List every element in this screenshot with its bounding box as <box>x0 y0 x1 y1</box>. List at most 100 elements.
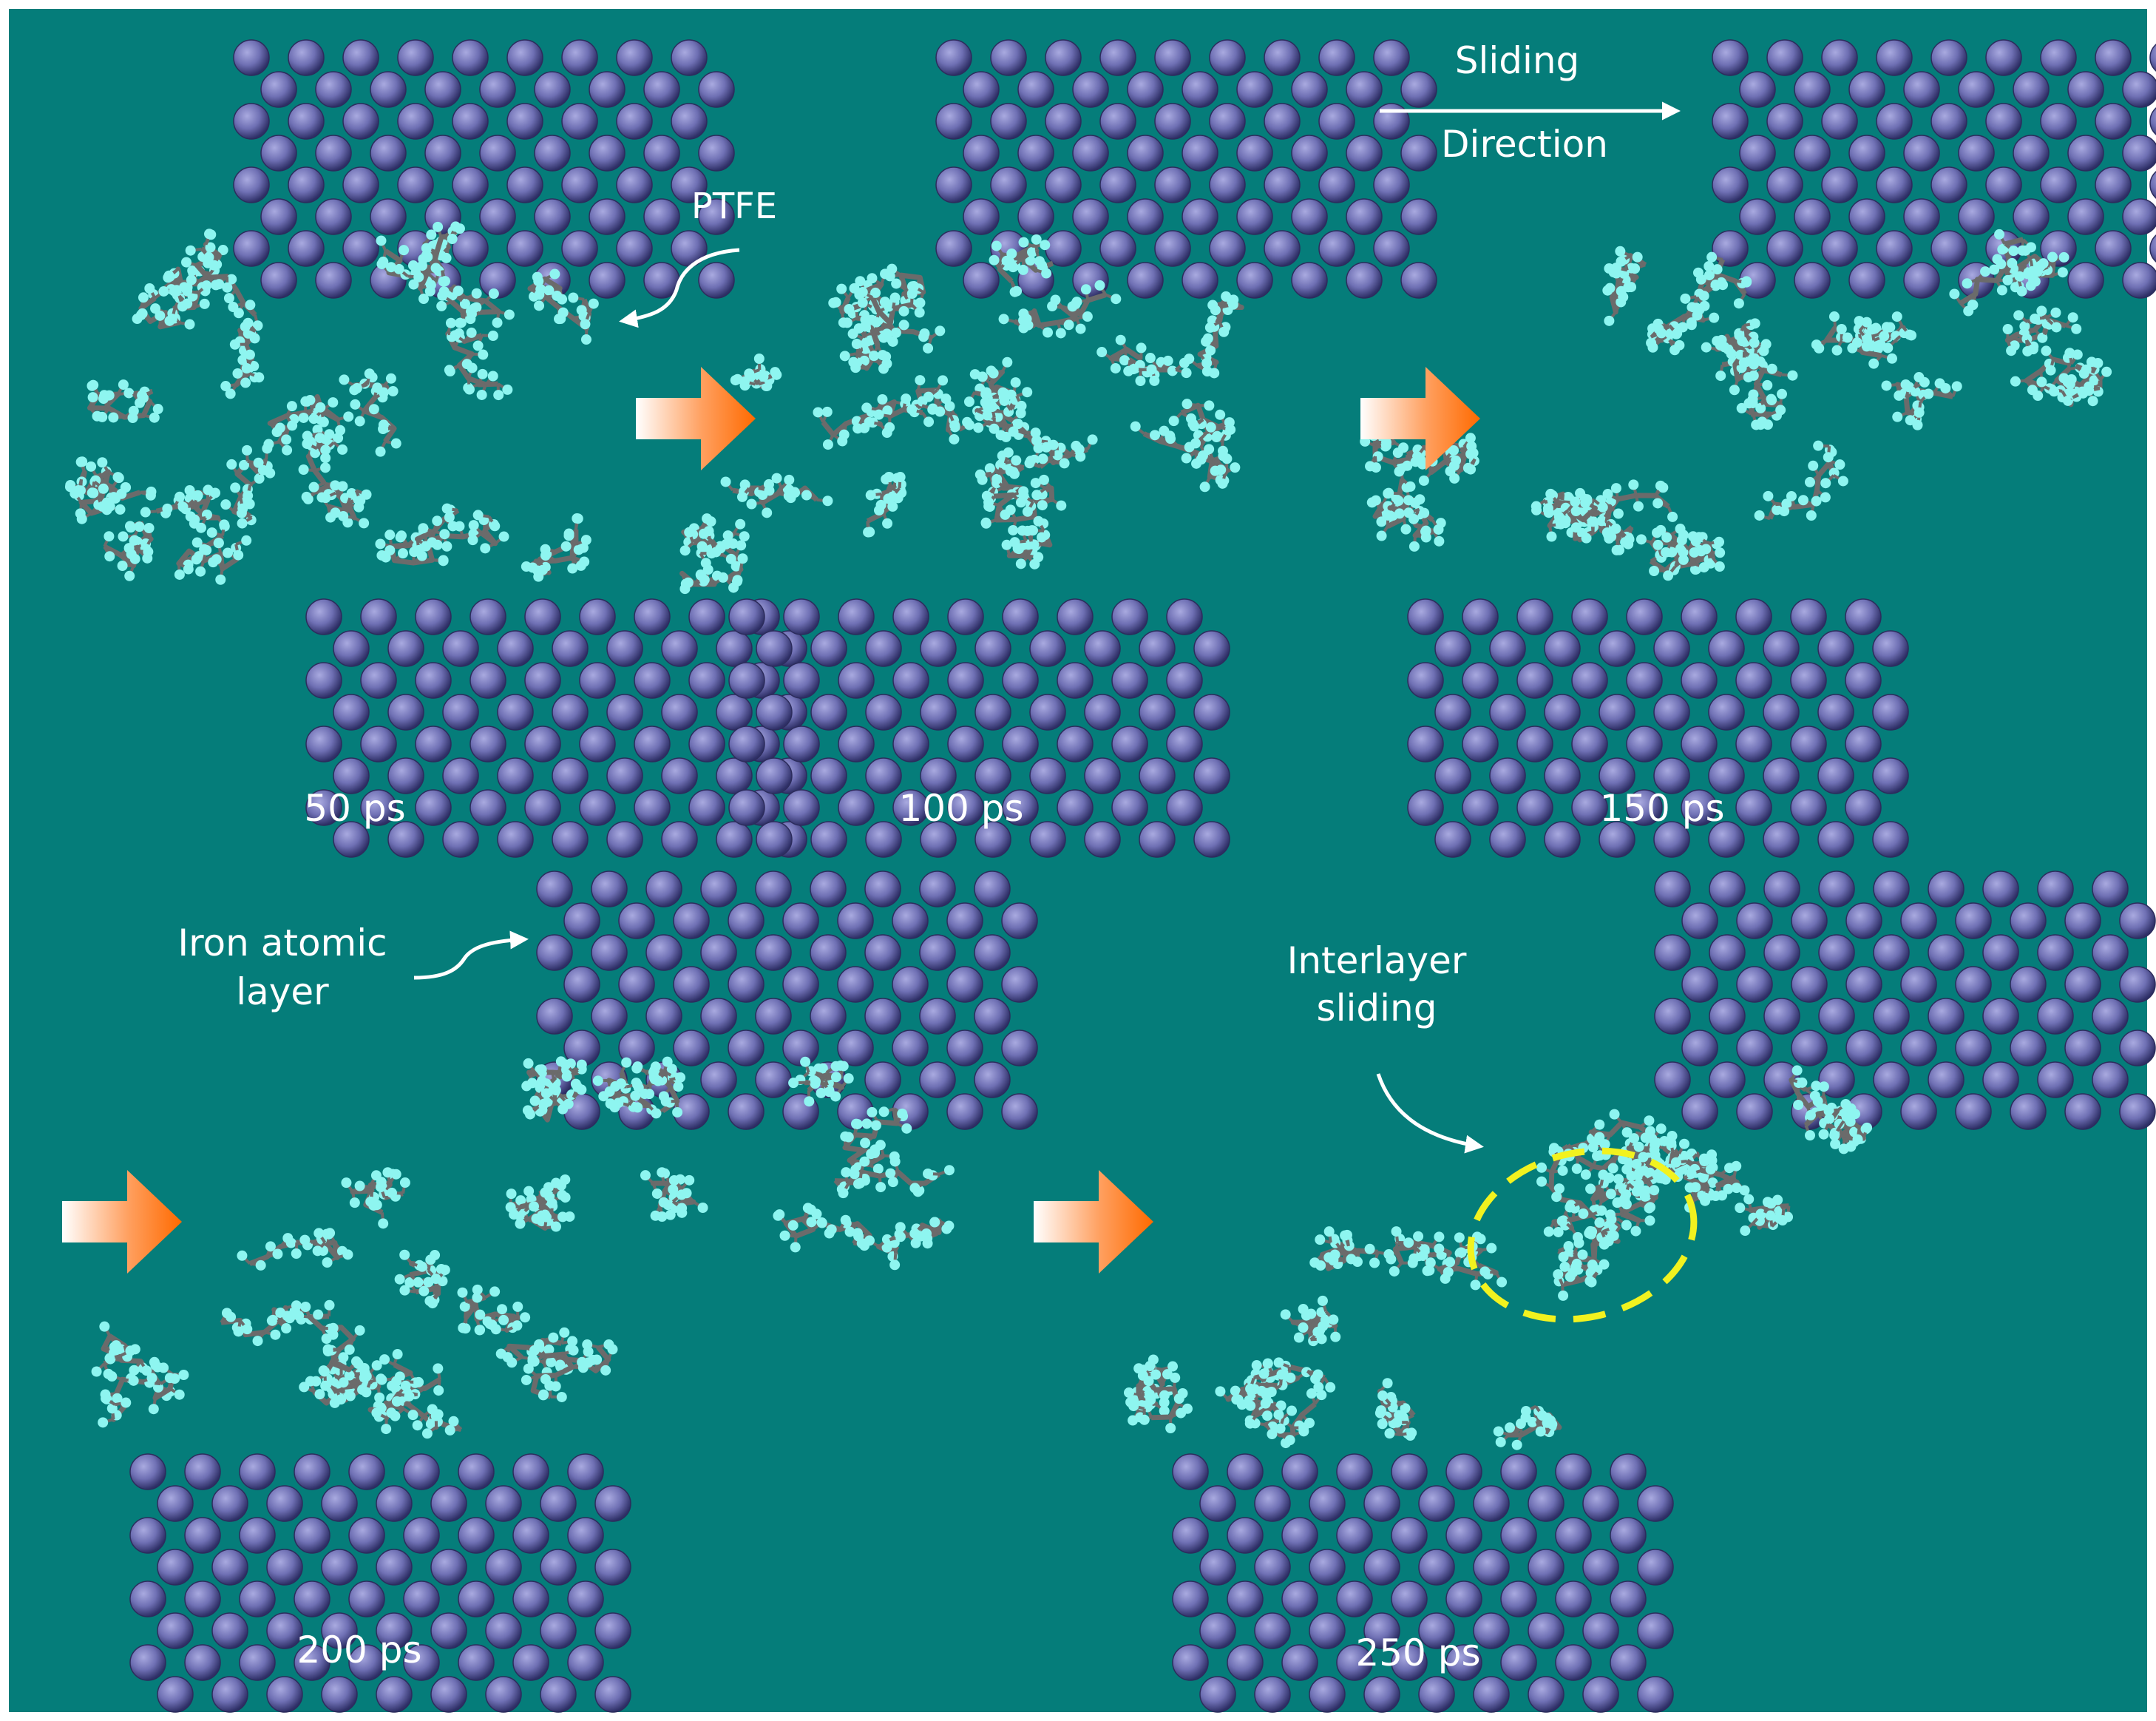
iron-atom <box>1500 1517 1537 1554</box>
iron-atom <box>321 1612 358 1649</box>
iron-atom <box>1057 662 1094 699</box>
iron-atom <box>947 662 984 699</box>
iron-atom <box>2119 966 2156 1003</box>
iron-atom <box>1791 966 1828 1003</box>
iron-atom <box>512 1580 549 1617</box>
iron-atom <box>1418 1549 1455 1586</box>
iron-atom <box>497 694 534 731</box>
iron-atom <box>1182 71 1218 108</box>
iron-atom <box>1544 630 1581 667</box>
iron-slab <box>935 39 1437 299</box>
iron-atom <box>838 726 875 763</box>
iron-atom <box>963 198 1000 235</box>
iron-atom <box>1029 757 1066 794</box>
iron-atom <box>810 934 847 971</box>
iron-atom <box>865 757 902 794</box>
iron-atom <box>1516 726 1553 763</box>
iron-atom <box>452 39 489 76</box>
iron-atom <box>157 1612 194 1649</box>
iron-atom <box>591 870 628 907</box>
iron-atom <box>561 39 598 76</box>
iron-atom <box>810 694 847 731</box>
iron-atom <box>1193 694 1230 731</box>
iron-atom <box>540 1549 577 1586</box>
iron-atom <box>458 1517 495 1554</box>
iron-atom <box>1845 789 1882 826</box>
iron-atom <box>211 1612 248 1649</box>
iron-atom <box>1712 230 1749 267</box>
iron-atom <box>1654 934 1691 971</box>
iron-atom <box>1516 789 1553 826</box>
iron-atom <box>1928 934 1965 971</box>
iron-atom <box>616 230 653 267</box>
iron-atom <box>1766 39 1803 76</box>
iron-atom <box>1555 1453 1592 1490</box>
iron-atom <box>728 1093 765 1130</box>
iron-atom <box>1407 662 1444 699</box>
iron-atom <box>1407 598 1444 635</box>
iron-atom <box>1336 1453 1373 1490</box>
iron-atom <box>1528 1485 1565 1522</box>
iron-atom <box>1654 998 1691 1035</box>
iron-atom <box>184 1580 221 1617</box>
iron-atom <box>348 1453 385 1490</box>
iron-atom <box>963 135 1000 172</box>
iron-atom <box>643 135 680 172</box>
iron-atom <box>634 662 671 699</box>
iron-atom <box>645 998 682 1035</box>
iron-atom <box>645 934 682 971</box>
iron-atom <box>1182 135 1218 172</box>
iron-atom <box>1127 71 1164 108</box>
iron-atom <box>1072 198 1109 235</box>
iron-slab <box>129 1453 631 1713</box>
iron-atom <box>661 821 698 858</box>
iron-atom <box>1400 135 1437 172</box>
iron-atom <box>698 135 735 172</box>
iron-atom <box>157 1549 194 1586</box>
iron-atom <box>239 1580 276 1617</box>
iron-atom <box>1681 902 1718 939</box>
iron-atom <box>370 71 407 108</box>
iron-atom <box>1653 694 1690 731</box>
iron-atom <box>430 1549 467 1586</box>
iron-atom <box>1528 1549 1565 1586</box>
iron-atom <box>260 262 297 299</box>
iron-atom <box>1848 198 1885 235</box>
iron-atom <box>1736 1093 1773 1130</box>
iron-atom <box>1363 1485 1400 1522</box>
iron-atom <box>616 39 653 76</box>
iron-atom <box>1281 1644 1318 1681</box>
iron-atom <box>1017 198 1054 235</box>
iron-atom <box>288 230 325 267</box>
iron-atom <box>2067 135 2104 172</box>
iron-atom <box>919 870 956 907</box>
iron-atom <box>424 135 461 172</box>
iron-atom <box>2040 103 2077 140</box>
iron-atom <box>1845 902 1882 939</box>
iron-atom <box>1407 789 1444 826</box>
iron-atom <box>1309 1676 1346 1713</box>
iron-atom <box>1154 103 1191 140</box>
iron-atom <box>1610 1517 1647 1554</box>
iron-atom <box>469 789 506 826</box>
iron-atom <box>1172 1580 1209 1617</box>
iron-atom <box>1434 694 1471 731</box>
iron-atom <box>1400 71 1437 108</box>
iron-atom <box>1903 135 1940 172</box>
iron-atom <box>485 1485 522 1522</box>
iron-atom <box>1209 230 1246 267</box>
iron-atom <box>974 998 1011 1035</box>
iron-atom <box>524 598 561 635</box>
iron-atom <box>1681 789 1718 826</box>
iron-atom <box>370 198 407 235</box>
iron-atom <box>810 757 847 794</box>
iron-atom <box>1903 262 1940 299</box>
iron-atom <box>1544 694 1581 731</box>
iron-atom <box>1681 966 1718 1003</box>
iron-atom <box>1708 821 1745 858</box>
iron-atom <box>1045 230 1082 267</box>
iron-atom <box>1637 1549 1674 1586</box>
iron-atom <box>506 166 543 203</box>
iron-atom <box>1708 630 1745 667</box>
iron-atom <box>1709 1061 1746 1098</box>
